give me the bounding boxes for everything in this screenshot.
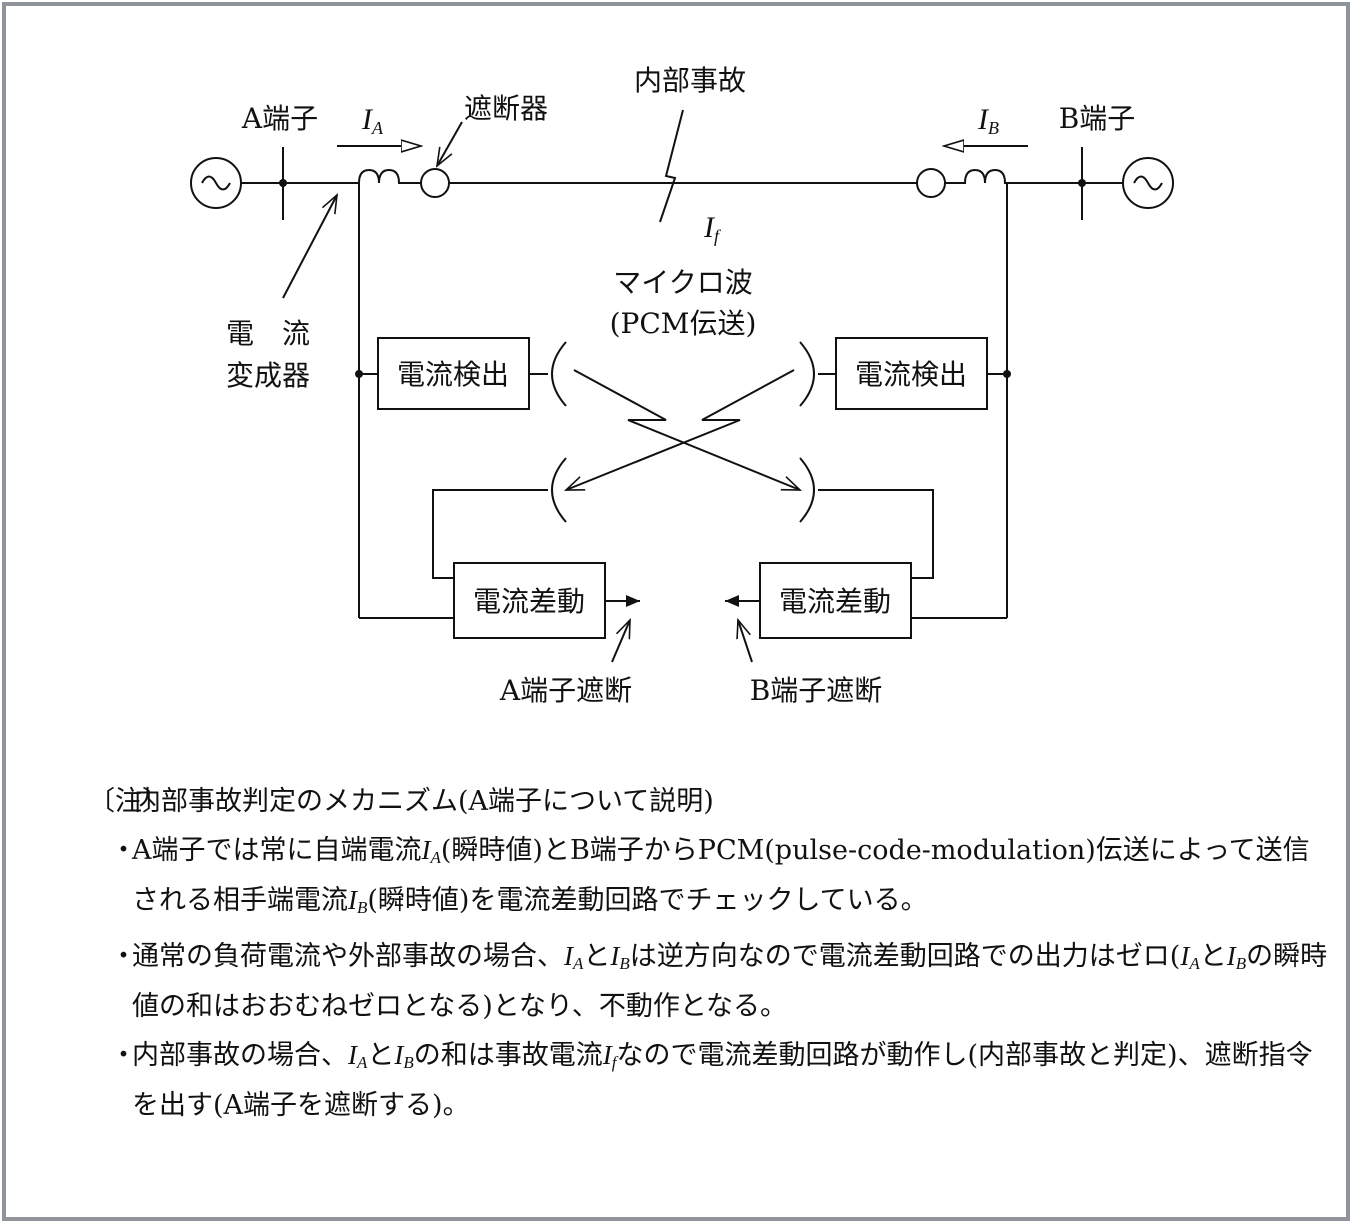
sub-b: B: [403, 1053, 414, 1072]
microwave-signal-a-to-b: [573, 369, 800, 491]
terminal-a-label: A端子: [241, 102, 318, 135]
sub-a: A: [1189, 954, 1200, 973]
note-item-1: ・ A端子では常に自端電流IA(瞬時値)とB端子からPCM(pulse-code…: [88, 829, 1328, 929]
note-text: A端子では常に自端電流: [132, 835, 422, 866]
bullet: ・: [110, 835, 137, 866]
microwave-label-line2: (PCM伝送): [610, 307, 757, 340]
note-text: (瞬時値)を電流差動回路でチェックしている。: [367, 885, 928, 916]
antenna-a-rx-icon: [551, 457, 567, 523]
var-i: I: [1226, 941, 1236, 971]
note-item-3: ・ 内部事故の場合、IAとIBの和は事故電流Ifなので電流差動回路が動作し(内部…: [88, 1034, 1328, 1127]
ct-label-line1: 電 流: [226, 317, 310, 350]
detect-a-label: 電流検出: [397, 358, 509, 391]
junction-dot: [1003, 370, 1011, 378]
notes-section: 〔注〕内部事故判定のメカニズム(A端子について説明) ・ A端子では常に自端電流…: [88, 780, 1328, 1127]
terminal-b-label: B端子: [1059, 102, 1136, 135]
junction-dot: [279, 179, 287, 187]
trip-b-label: B端子遮断: [750, 674, 883, 707]
breaker-b-icon: [916, 168, 946, 198]
current-b-label: IB: [977, 103, 999, 138]
trip-a-label: A端子遮断: [499, 674, 632, 707]
microwave-label-line1: マイクロ波: [613, 266, 752, 299]
note-text: 伝送によって送信される相手端電流: [132, 835, 1310, 916]
note-text: 内部事故の場合、: [132, 1040, 348, 1071]
detect-b-label: 電流検出: [855, 358, 967, 391]
ct-label-line2: 変成器: [226, 359, 310, 392]
bullet: ・: [110, 941, 137, 972]
sub-b: B: [357, 898, 368, 917]
microwave-signal-b-to-a: [566, 369, 795, 491]
sub-b: B: [1235, 954, 1247, 973]
notes-tag: 〔注〕: [88, 786, 169, 817]
sub-a: A: [357, 1053, 368, 1072]
ct-b-icon: [945, 168, 1008, 618]
fault-current-label: If: [703, 211, 722, 246]
var-i: I: [610, 941, 620, 971]
var-i: I: [421, 835, 431, 865]
notes-heading: 〔注〕内部事故判定のメカニズム(A端子について説明): [88, 780, 1328, 823]
generator-b-wave: [1133, 175, 1163, 191]
note-item-2: ・ 通常の負荷電流や外部事故の場合、IAとIBは逆方向なので電流差動回路での出力…: [88, 935, 1328, 1028]
sub-b: B: [619, 954, 630, 973]
note-text: の瞬時値の和はおおむねゼロとなる)となり、不動作となる。: [132, 941, 1328, 1022]
var-i: I: [348, 885, 357, 915]
antenna-b-tx-icon: [799, 341, 815, 407]
notes-heading-text: 内部事故判定のメカニズム(A端子について説明): [134, 786, 714, 817]
diff-a-label: 電流差動: [473, 585, 585, 618]
sub-f: f: [611, 1053, 617, 1072]
var-i: I: [394, 1040, 404, 1070]
note-text: の和は事故電流: [413, 1040, 603, 1071]
breaker-a-icon: [420, 168, 450, 198]
breaker-label-pointer: [437, 121, 463, 166]
diff-a-rx-feed: [432, 489, 548, 579]
var-i: I: [1180, 941, 1190, 971]
junction-dot: [355, 370, 363, 378]
breaker-label: 遮断器: [464, 92, 548, 125]
note-text: (瞬時値)とB端子からPCM(pulse-code-modulation): [440, 835, 1096, 866]
generator-a-wave: [201, 175, 231, 191]
trip-b-pointer: [738, 620, 753, 663]
var-i: I: [348, 1040, 357, 1070]
diff-b-label: 電流差動: [779, 585, 891, 618]
note-text: と: [1199, 941, 1227, 972]
trip-a-pointer: [611, 620, 631, 663]
note-text: と: [367, 1040, 395, 1071]
ct-a-icon: [358, 168, 421, 618]
antenna-b-rx-icon: [799, 457, 815, 523]
ct-label-pointer: [282, 195, 337, 299]
junction-dot: [1078, 179, 1086, 187]
note-text: なので電流差動回路が動作し(内部事故と判定)、遮断指令を出す(A端子を遮断する)…: [132, 1040, 1313, 1121]
sub-a: A: [573, 954, 584, 973]
internal-fault-label: 内部事故: [634, 64, 746, 97]
diff-b-rx-feed: [818, 489, 934, 579]
var-i: I: [564, 941, 573, 971]
current-a-label: IA: [361, 103, 384, 138]
note-text: は逆方向なので電流差動回路での出力はゼロ(: [629, 941, 1181, 972]
antenna-a-tx-icon: [551, 341, 567, 407]
sub-a: A: [430, 848, 441, 867]
note-text: 通常の負荷電流や外部事故の場合、: [132, 941, 564, 972]
fault-zigzag: [659, 109, 684, 223]
bullet: ・: [110, 1040, 137, 1071]
note-text: と: [583, 941, 611, 972]
var-i: I: [602, 1040, 612, 1070]
